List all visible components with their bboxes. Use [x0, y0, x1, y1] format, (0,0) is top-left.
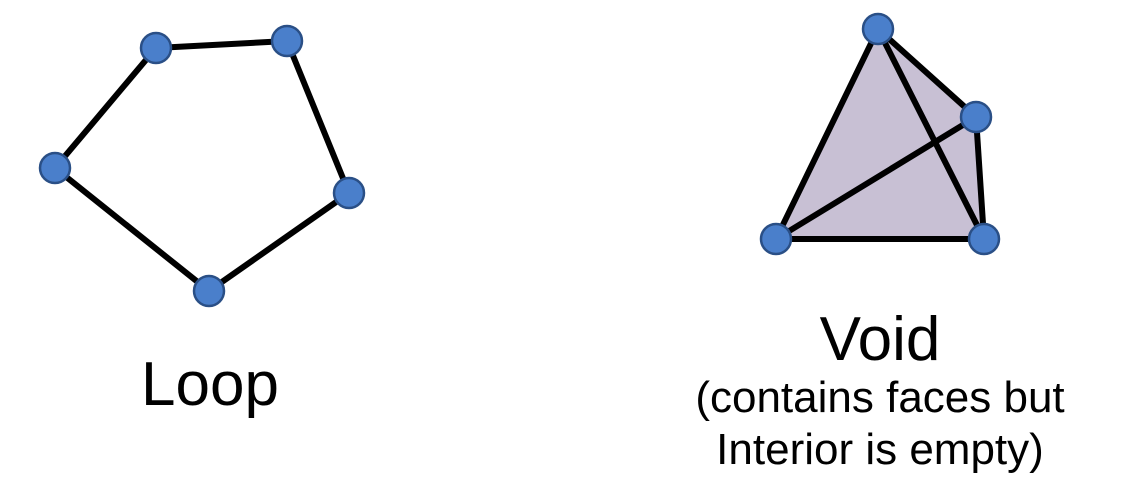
- void-edge-top-bottomright: [875, 26, 987, 242]
- void-edge-top-back: [875, 26, 979, 120]
- loop-edges: [50, 37, 353, 295]
- void-edge-bottomleft-back: [773, 114, 979, 242]
- loop-node-right: [332, 176, 366, 210]
- loop-node-top-right: [270, 24, 304, 58]
- void-edge-back-bottomright: [973, 114, 987, 242]
- loop-graph: [38, 24, 366, 308]
- void-caption-line-1: (contains faces but: [695, 373, 1065, 422]
- void-node-top: [861, 12, 895, 46]
- void-caption-line-2: Interior is empty): [716, 424, 1044, 474]
- loop-node-bottom: [192, 274, 226, 308]
- void-face-front: [776, 29, 984, 239]
- void-node-back: [959, 100, 993, 134]
- loop-node-top-left: [139, 31, 173, 65]
- loop-node-left: [38, 151, 72, 185]
- void-caption: (contains faces but Interior is empty): [650, 372, 1110, 476]
- void-edge-top-left: [773, 26, 881, 242]
- void-graph: [759, 12, 1001, 256]
- void-node-bottom-left: [759, 222, 793, 256]
- loop-label: Loop: [141, 350, 279, 419]
- void-label: Void: [819, 305, 941, 374]
- void-node-bottom-right: [967, 222, 1001, 256]
